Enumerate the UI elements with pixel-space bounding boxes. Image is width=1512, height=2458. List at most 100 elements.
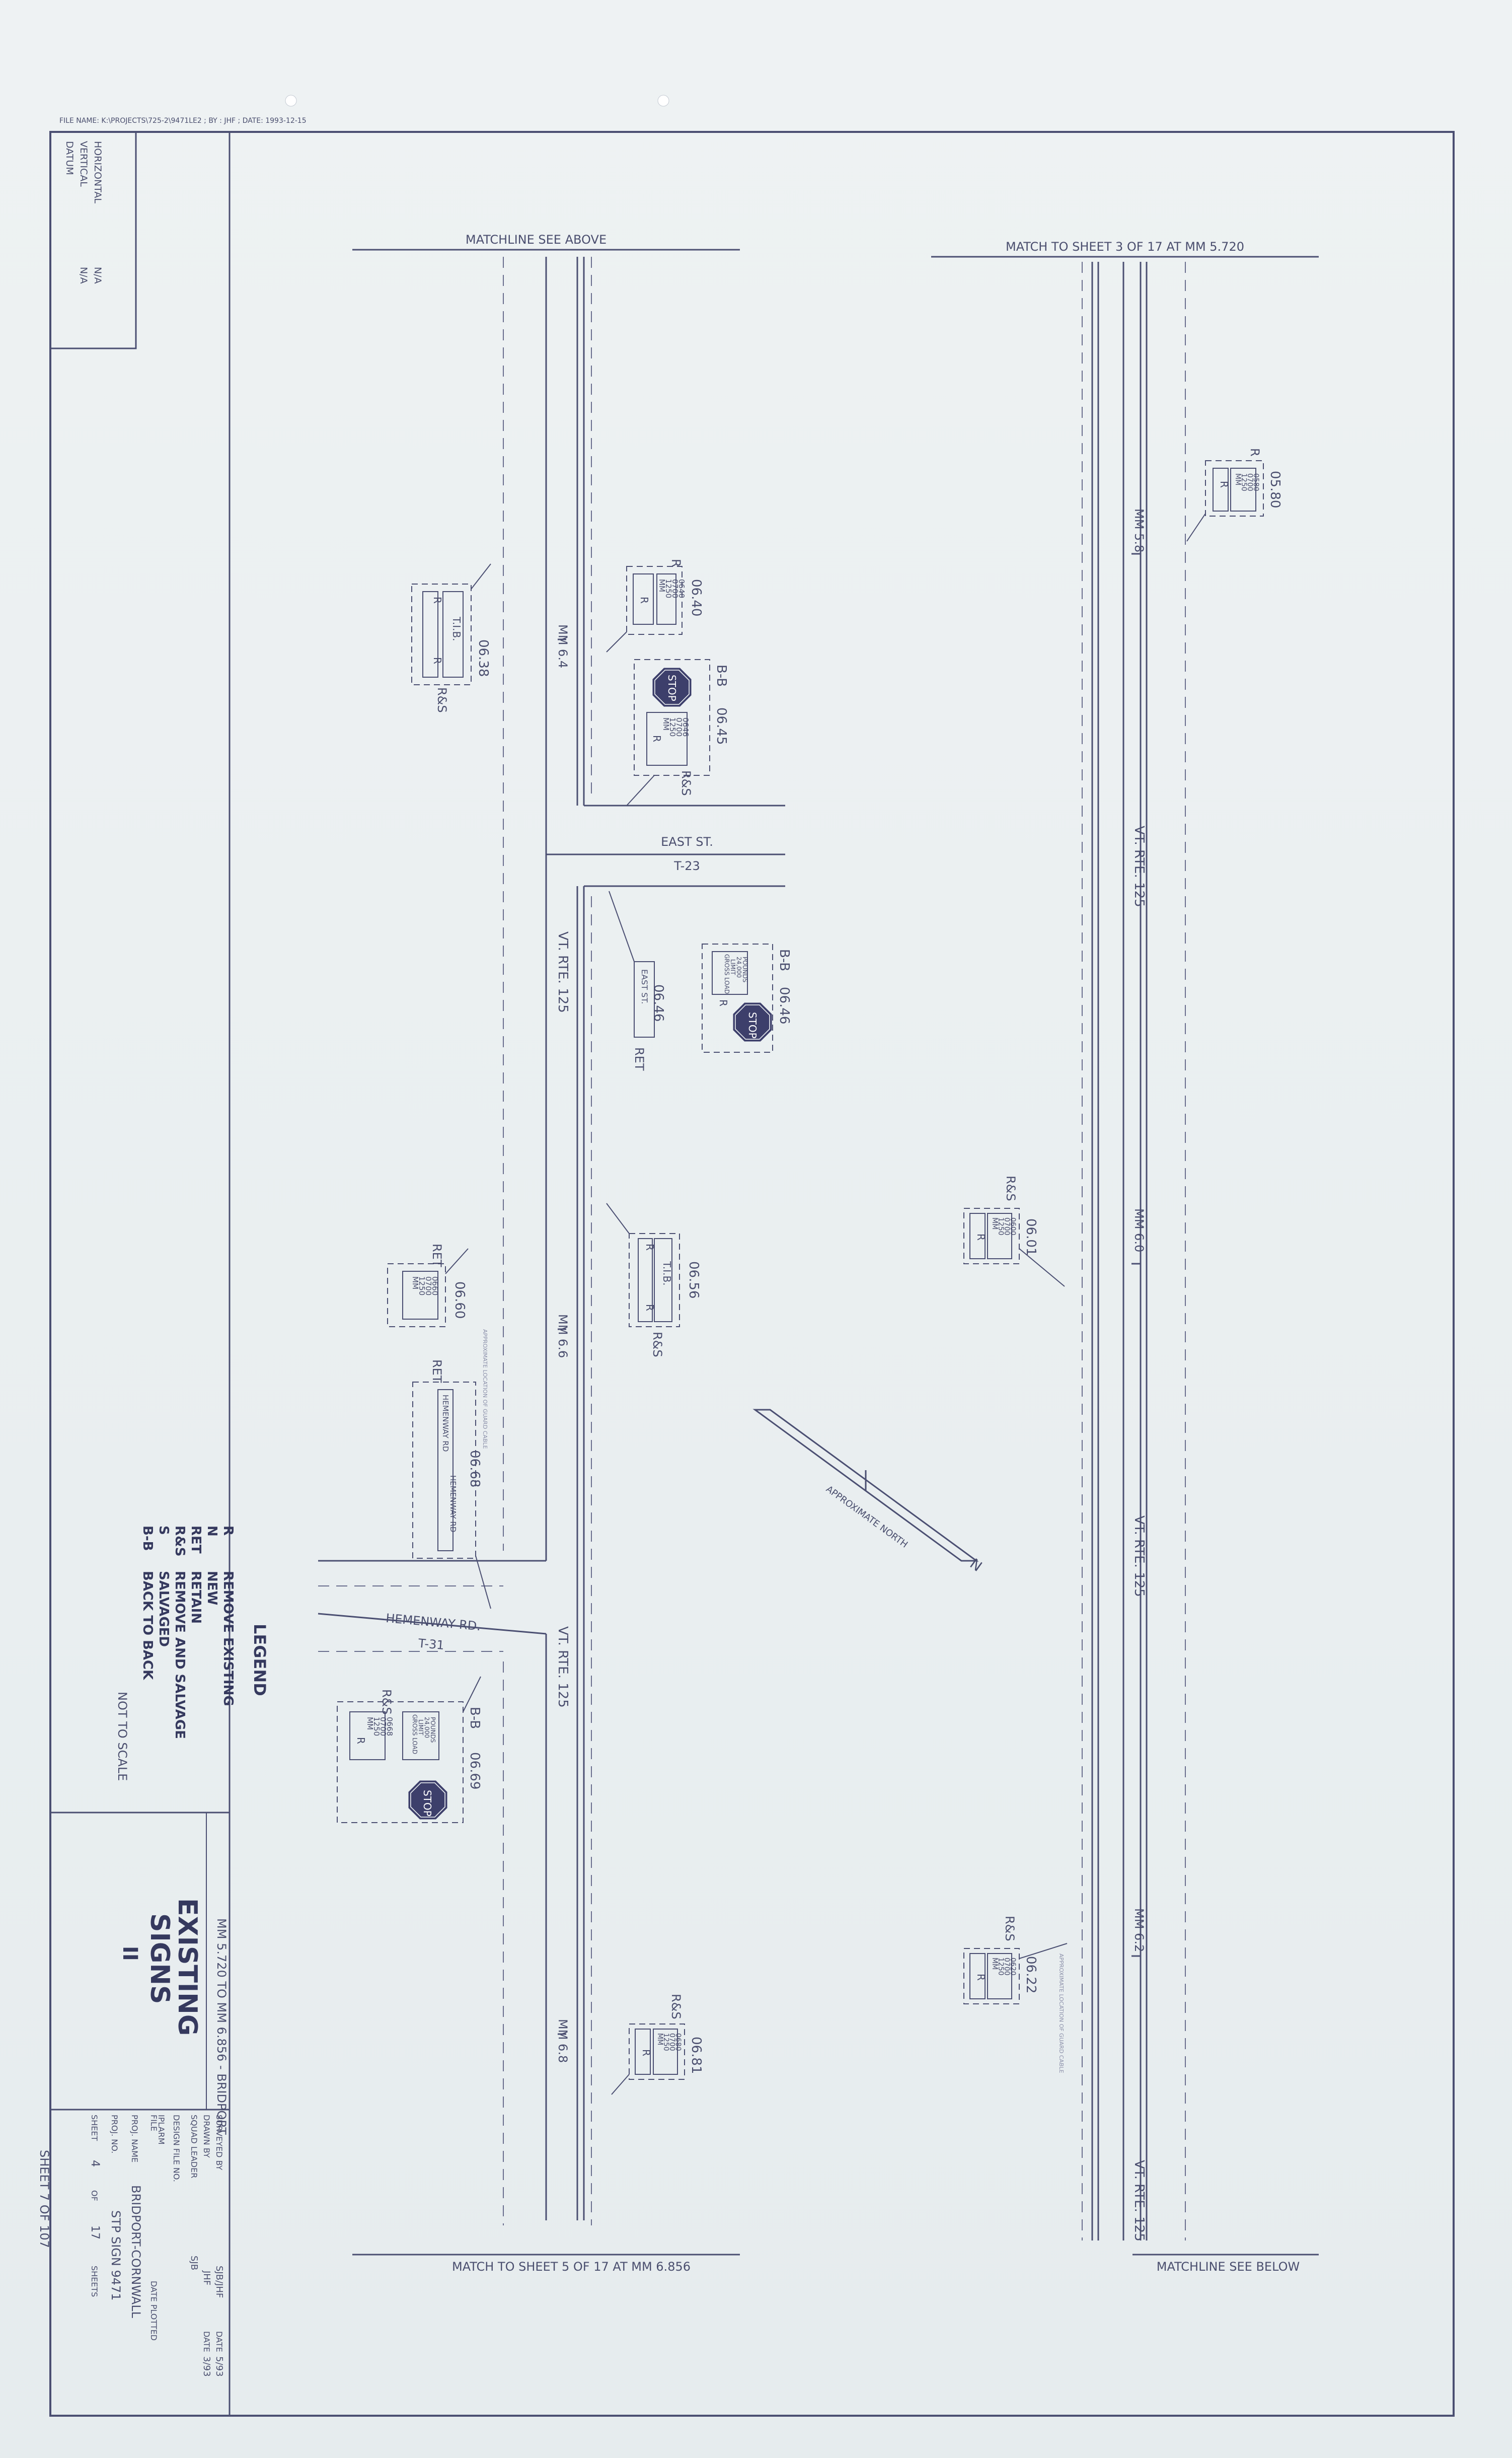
proj-name: BRIDPORT-CORNWALL	[129, 2185, 143, 2319]
legend-item: N NEW	[204, 1526, 219, 1605]
sign-line: 0640	[677, 579, 686, 598]
sign-line: POUNDS	[429, 1717, 436, 1743]
legend-code: B-B	[140, 1526, 155, 1551]
overall-sheet: SHEET 7 OF 107	[37, 2150, 51, 2248]
sign-06-45: STOP B-B 06.45 MM 1250 0700 0646 R R&S	[626, 659, 729, 806]
sign-status: R&S	[1003, 1916, 1017, 1941]
sign-id: 06.45	[714, 707, 729, 745]
sign-code: R	[975, 1234, 987, 1241]
date-value: 5/93	[214, 2356, 224, 2376]
not-to-scale: NOT TO SCALE	[115, 1692, 129, 1781]
legend-desc: NEW	[204, 1571, 219, 1605]
sign-id: 05.80	[1267, 471, 1282, 508]
datum-title: DATUM	[64, 141, 75, 175]
legend-code: R	[220, 1526, 236, 1536]
sign-06-22: 06.22 MM 1250 0700 0620 R R&S APPROXIMAT…	[963, 1916, 1068, 2073]
sign-status: RET	[632, 1047, 646, 1071]
stop-text: STOP	[666, 675, 678, 701]
sign-line: 1250	[664, 579, 673, 598]
legend-title: LEGEND	[250, 1624, 269, 1696]
sign-code: R	[717, 999, 729, 1006]
sign-code: R	[640, 2049, 652, 2056]
sign-line: 0620	[1009, 1958, 1017, 1976]
sign-status: R	[669, 559, 683, 567]
sign-line: 0700	[668, 2033, 676, 2051]
sign-line: 0700	[379, 1717, 388, 1736]
milepost-6-8: MM 6.8	[556, 2019, 570, 2063]
route-label: VT. RTE. 125	[555, 1626, 570, 1708]
legend-code: N	[204, 1526, 219, 1537]
sheet-label: SHEET	[90, 2115, 99, 2141]
matchline-top-right: MATCH TO SHEET 3 OF 17 AT MM 5.720	[1006, 240, 1244, 254]
matchline-bottom-right: MATCHLINE SEE BELOW	[1157, 2260, 1300, 2274]
title-roman: II	[118, 1946, 141, 1961]
sign-line: MM	[991, 1217, 999, 1230]
milepost-6-0: MM 6.0	[1132, 1208, 1146, 1252]
proj-no: STP SIGN 9471	[109, 2210, 123, 2301]
route-label: VT. RTE. 125	[1131, 2160, 1147, 2242]
legend-desc: REMOVE EXISTING	[220, 1571, 236, 1706]
sign-06-60: 06.60 MM 1250 0700 0660 RET	[387, 1244, 469, 1327]
sign-id: 06.46	[777, 987, 792, 1024]
date-value: 3/93	[201, 2356, 212, 2376]
sign-status: R&S	[679, 770, 693, 796]
sign-id: 06.01	[1023, 1218, 1038, 1256]
vertical-value: N/A	[78, 267, 89, 284]
sign-06-81: 06.81 MM 1250 0700 0680 R R&S	[611, 1994, 704, 2095]
sign-06-40: 06.40 MM 1250 0700 0640 R R	[606, 559, 704, 653]
sign-06-38: 06.38 T.I.B. R R R&S	[411, 563, 491, 713]
file-name: FILE NAME: K:\PROJECTS\725-2\9471LE2 ; B…	[59, 117, 307, 125]
horizontal-value: N/A	[92, 267, 103, 284]
sign-text: T.I.B.	[661, 1261, 673, 1286]
sign-line: 0660	[430, 1276, 439, 1295]
sign-line: 0700	[674, 717, 684, 737]
sign-06-68: 06.68 HEMENWAY RD HEMENWAY RD RET APPROX…	[412, 1329, 491, 1609]
sign-line: 0700	[424, 1276, 433, 1295]
sign-status: R&S	[380, 1689, 394, 1715]
sign-id: 06.81	[689, 2037, 704, 2074]
sign-line: 1250	[997, 1958, 1005, 1976]
hemenway-town: T-31	[417, 1636, 445, 1652]
sign-bb: B-B	[714, 665, 729, 687]
right-road-dashes	[1082, 262, 1186, 2240]
sign-line: LIMIT	[417, 1719, 424, 1736]
sign-status: R&S	[435, 687, 449, 713]
sign-line: 1250	[372, 1717, 381, 1736]
sign-status: RET	[430, 1359, 444, 1383]
sign-line: LIMIT	[729, 959, 736, 975]
binding-hole	[285, 95, 297, 107]
milepost-6-6: MM 6.6	[556, 1314, 570, 1358]
sign-06-69: B-B 06.69 MM 1250 0700 0668 GROSS LOAD L…	[337, 1676, 482, 1823]
vertical-label: VERTICAL	[78, 141, 89, 187]
squad-value: SJB	[189, 2256, 199, 2270]
sign-id: 06.22	[1023, 1956, 1038, 1993]
plotted-label: DATE PLOTTED	[149, 2281, 159, 2341]
sign-code: R	[431, 657, 443, 664]
sign-05-80: 05.80 MM 1250 0700 0580 R R	[1186, 448, 1282, 542]
sign-line: 0700	[1246, 473, 1254, 491]
sign-line: MM	[657, 579, 666, 592]
guard-cable-note: APPROXIMATE LOCATION OF GUARD CABLE	[1058, 1954, 1065, 2073]
drawn-value: JHF	[201, 2270, 212, 2285]
file-label: FILE	[149, 2115, 159, 2131]
sign-line: MM	[991, 1958, 999, 1970]
route-label: VT. RTE. 125	[555, 931, 570, 1013]
date-label: DATE	[202, 2331, 211, 2352]
sheet-num: 4	[89, 2160, 101, 2167]
horizontal-label: HORIZONTAL	[92, 141, 103, 203]
sign-line: 0600	[1009, 1217, 1017, 1236]
sign-line: MM	[1234, 473, 1242, 485]
sign-bb: B-B	[467, 1707, 482, 1729]
date-label: DATE	[214, 2331, 224, 2352]
sign-line: 0700	[1003, 1217, 1011, 1236]
sign-status: R&S	[669, 1994, 683, 2019]
guard-cable-note: APPROXIMATE LOCATION OF GUARD CABLE	[482, 1329, 488, 1449]
sign-line: MM	[411, 1276, 420, 1289]
sign-id: 06.38	[476, 639, 491, 677]
sign-status: R&S	[1004, 1176, 1018, 1201]
sign-text: T.I.B.	[450, 616, 463, 641]
sheets-label: SHEETS	[90, 2266, 99, 2297]
